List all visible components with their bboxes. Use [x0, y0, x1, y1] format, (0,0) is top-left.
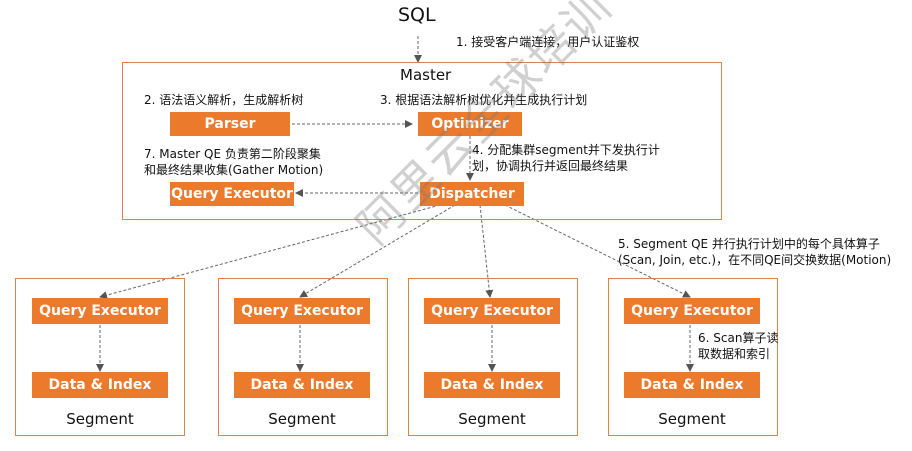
segment-frame-3 [408, 278, 578, 436]
step7-label-line2: 和最终结果收集(Gather Motion) [144, 163, 324, 177]
segment-1-query-executor-box: Query Executor [32, 298, 168, 324]
sql-title: SQL [398, 4, 436, 26]
optimizer-box: Optimizer [418, 112, 522, 136]
step5-label-line2: (Scan, Join, etc.)，在不同QE间交换数据(Motion) [618, 253, 892, 267]
dispatcher-to-seg3-arrow [479, 204, 494, 298]
segment-frame-4 [608, 278, 778, 436]
master-title: Master [400, 66, 452, 84]
step2-label: 2. 语法语义解析，生成解析树 [144, 93, 304, 107]
master-query-executor-box: Query Executor [170, 182, 294, 206]
segment-4-label: Segment [658, 410, 726, 428]
step5-label-line1: 5. Segment QE 并行执行计划中的每个具体算子 [618, 237, 880, 251]
step6-label-line1: 6. Scan算子读 [698, 331, 779, 345]
segment-4-query-executor-box: Query Executor [624, 298, 760, 324]
step4-label-line1: 4. 分配集群segment并下发执行计 [472, 143, 660, 157]
parser-box: Parser [170, 112, 290, 136]
step1-label: 1. 接受客户端连接，用户认证鉴权 [456, 35, 640, 49]
segment-2-query-executor-box: Query Executor [234, 298, 370, 324]
segment-3-data-index-box: Data & Index [424, 372, 560, 398]
segment-2-data-index-box: Data & Index [234, 372, 370, 398]
dispatcher-to-seg2-arrow [299, 204, 456, 298]
master-frame [122, 62, 722, 220]
segment-3-label: Segment [458, 410, 526, 428]
segment-2-label: Segment [268, 410, 336, 428]
segment-4-data-index-box: Data & Index [624, 372, 760, 398]
step3-label: 3. 根据语法解析树优化并生成执行计划 [380, 93, 588, 107]
dispatcher-box: Dispatcher [420, 182, 524, 206]
dispatcher-to-seg1-arrow [99, 204, 441, 300]
segment-1-label: Segment [66, 410, 134, 428]
dispatcher-to-seg4-arrow [504, 204, 691, 298]
segment-1-data-index-box: Data & Index [32, 372, 168, 398]
segment-3-query-executor-box: Query Executor [424, 298, 560, 324]
step4-label-line2: 划，协调执行并返回最终结果 [472, 159, 629, 173]
step7-label-line1: 7. Master QE 负责第二阶段聚集 [144, 147, 321, 161]
segment-frame-1 [15, 278, 185, 436]
segment-frame-2 [218, 278, 388, 436]
step6-label-line2: 取数据和索引 [698, 347, 771, 361]
